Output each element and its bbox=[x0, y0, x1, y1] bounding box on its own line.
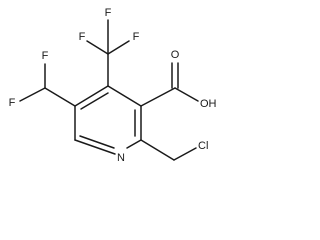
bond-ch2-cl bbox=[173, 147, 197, 161]
atom-n-ring: N bbox=[117, 152, 125, 164]
molecule-structure: F F F F F O OH Cl N bbox=[9, 7, 217, 164]
atom-f-cf3-right: F bbox=[133, 31, 140, 43]
bond-c3-cooh bbox=[140, 87, 176, 107]
atom-f-chf2-bottom: F bbox=[9, 97, 16, 109]
bond-c2-ch2 bbox=[140, 139, 175, 161]
carboxylic-acid-group: O OH bbox=[140, 49, 217, 110]
atom-oh: OH bbox=[200, 98, 217, 110]
bond-c5-c4-inner bbox=[80, 92, 109, 110]
bond-cf3-f-right bbox=[107, 40, 130, 55]
atom-f-cf3-left: F bbox=[79, 31, 86, 43]
bond-c2-n bbox=[126, 139, 142, 149]
bond-n-c6-inner bbox=[79, 135, 115, 149]
bond-n-c6 bbox=[74, 139, 116, 155]
bond-c-oh bbox=[174, 87, 199, 102]
atom-f-chf2-top: F bbox=[42, 50, 49, 62]
bond-c5-chf2 bbox=[44, 87, 76, 107]
atom-cl: Cl bbox=[198, 140, 208, 152]
bond-c5-c4 bbox=[74, 85, 109, 107]
bond-c4-c3 bbox=[107, 85, 142, 107]
atom-f-cf3-top: F bbox=[105, 7, 112, 19]
atom-o-carbonyl: O bbox=[171, 49, 180, 61]
pyridine-ring bbox=[74, 85, 142, 155]
chloromethyl-group: Cl bbox=[140, 139, 208, 161]
bond-chf2-f-bottom bbox=[19, 87, 46, 102]
trifluoromethyl-group: F F F bbox=[79, 7, 140, 87]
bond-cf3-f-left bbox=[86, 40, 109, 55]
difluoromethyl-group: F F bbox=[9, 50, 76, 109]
